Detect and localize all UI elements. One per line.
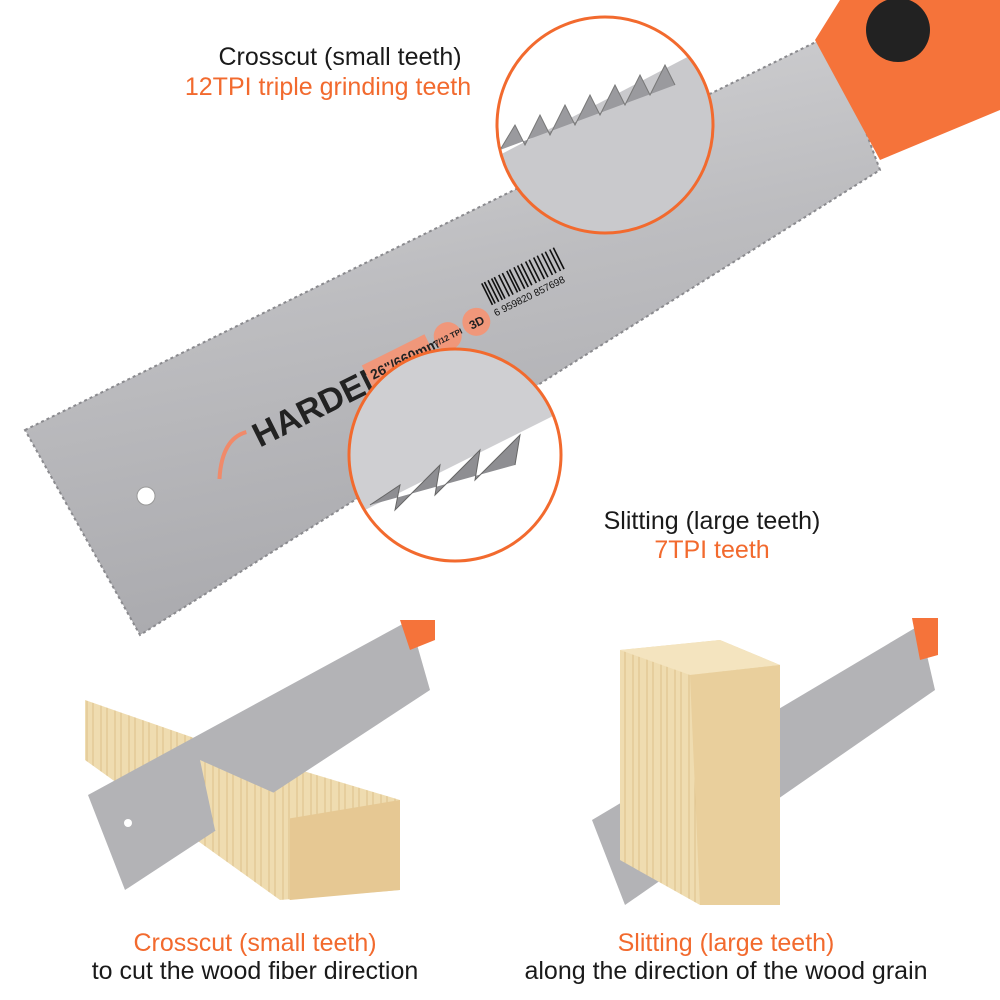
crosscut-teeth-zoom: [495, 15, 715, 235]
slitting-teeth-zoom: [347, 347, 563, 563]
right-caption-desc: along the direction of the wood grain: [524, 957, 928, 985]
crosscut-callout-title: Crosscut (small teeth): [218, 43, 462, 71]
slitting-callout-title: Slitting (large teeth): [603, 507, 821, 535]
left-caption-desc: to cut the wood fiber direction: [91, 957, 419, 985]
handle-knob: [866, 0, 930, 62]
saw-handle: [815, 0, 1000, 160]
slitting-callout-subtitle: 7TPI teeth: [654, 536, 770, 564]
hang-hole: [136, 486, 156, 506]
crosscut-callout-subtitle: 12TPI triple grinding teeth: [184, 73, 472, 101]
left-caption-title: Crosscut (small teeth): [133, 929, 377, 957]
right-caption-title: Slitting (large teeth): [617, 929, 835, 957]
slitting-scene: [592, 618, 938, 905]
svg-text:3D: 3D: [467, 313, 487, 333]
crosscut-scene: [85, 620, 435, 900]
